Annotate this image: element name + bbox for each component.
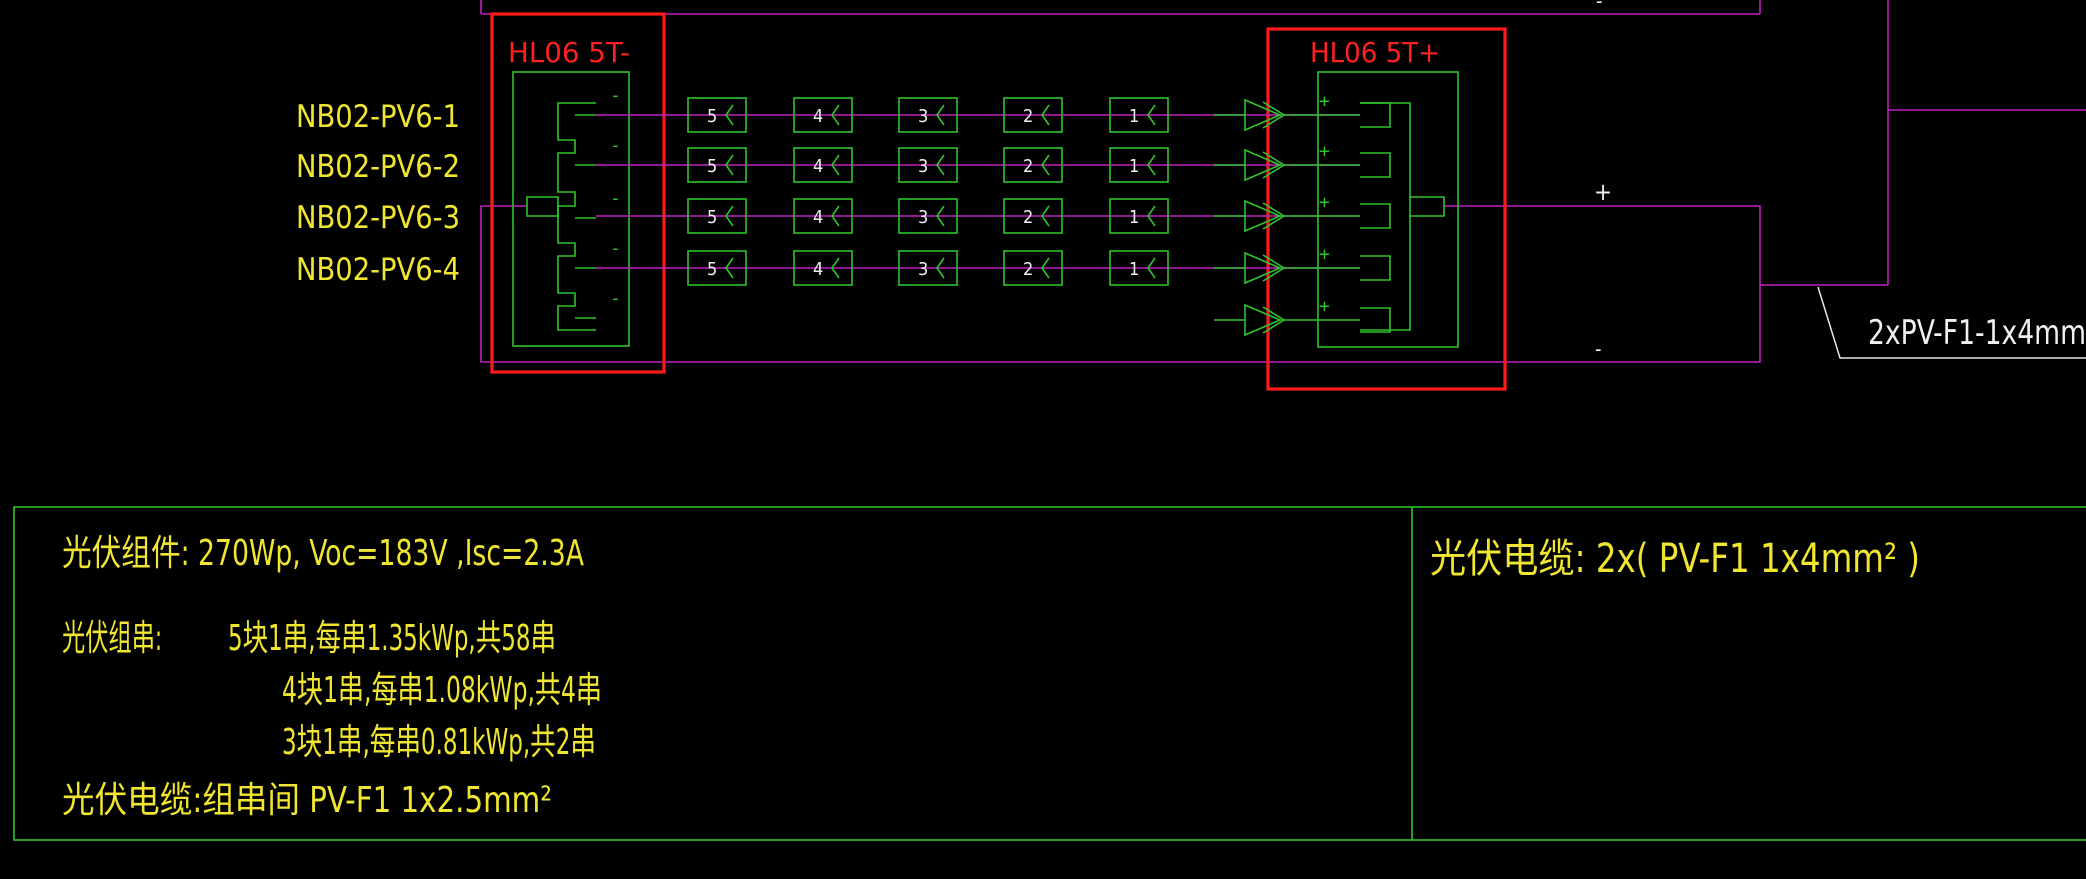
right-connector-body bbox=[1317, 71, 1459, 348]
left-connector-title: HL06 5T- bbox=[508, 36, 630, 69]
pv-module[interactable]: 4 bbox=[793, 198, 853, 234]
pv-module[interactable]: 1 bbox=[1109, 250, 1169, 286]
pv-module[interactable]: 1 bbox=[1109, 97, 1169, 133]
pv-module[interactable]: 5 bbox=[687, 198, 747, 234]
string-line-3: 3块1串,每串0.81kWp,共2串 bbox=[282, 722, 596, 763]
string-input-arrows bbox=[1214, 98, 1360, 337]
pv-module[interactable]: 2 bbox=[1003, 250, 1063, 286]
input-arrow bbox=[1214, 303, 1360, 337]
pv-module[interactable]: 2 bbox=[1003, 198, 1063, 234]
pv-module-number: 2 bbox=[1023, 207, 1033, 228]
plus-sign: + bbox=[1319, 296, 1330, 317]
pv-module-number: 4 bbox=[813, 207, 823, 228]
cable-label: 2xPV-F1-1x4mm bbox=[1868, 313, 2086, 353]
pv-module-number: 4 bbox=[813, 106, 823, 127]
pv-module-number: 5 bbox=[707, 207, 717, 228]
pv-module-number: 4 bbox=[813, 259, 823, 280]
pv-module[interactable]: 4 bbox=[793, 147, 853, 183]
bus-minus-label: - bbox=[1595, 337, 1602, 361]
input-arrow bbox=[1214, 148, 1360, 182]
input-arrow bbox=[1214, 199, 1360, 233]
right-connector-terminals: + + + + + bbox=[1319, 91, 1391, 333]
left-connector-highlight[interactable] bbox=[490, 12, 666, 374]
pv-module-number: 1 bbox=[1129, 106, 1139, 127]
right-terminal: + bbox=[1319, 91, 1391, 128]
left-connector-terminals: - - - - - bbox=[575, 85, 621, 319]
pv-module[interactable]: 2 bbox=[1003, 147, 1063, 183]
string-label: NB02-PV6-1 bbox=[296, 99, 460, 135]
pv-module[interactable]: 1 bbox=[1109, 147, 1169, 183]
string-label: NB02-PV6-4 bbox=[296, 252, 460, 288]
pv-module[interactable]: 5 bbox=[687, 97, 747, 133]
string-line-2: 4块1串,每串1.08kWp,共4串 bbox=[282, 670, 602, 711]
minus-sign: - bbox=[610, 288, 621, 309]
string-title-text: 光伏组串: bbox=[62, 618, 162, 659]
pv-module-number: 1 bbox=[1129, 207, 1139, 228]
pv-module[interactable]: 3 bbox=[898, 198, 958, 234]
plus-sign: + bbox=[1319, 192, 1330, 213]
pv-module-number: 3 bbox=[918, 207, 928, 228]
pv-module[interactable]: 3 bbox=[898, 147, 958, 183]
pv-module-number: 1 bbox=[1129, 259, 1139, 280]
pv-module[interactable]: 5 bbox=[687, 250, 747, 286]
minus-sign: - bbox=[610, 188, 621, 209]
right-terminal: + bbox=[1319, 141, 1391, 178]
right-terminal: + bbox=[1319, 244, 1391, 281]
pv-module-number: 2 bbox=[1023, 106, 1033, 127]
pv-module[interactable]: 2 bbox=[1003, 97, 1063, 133]
left-connector-comb bbox=[557, 102, 596, 331]
right-terminal: + bbox=[1319, 192, 1391, 229]
pv-module[interactable]: 5 bbox=[687, 147, 747, 183]
pv-module-number: 3 bbox=[918, 156, 928, 177]
pv-module[interactable]: 4 bbox=[793, 250, 853, 286]
plus-sign: + bbox=[1319, 91, 1330, 112]
pv-module-number: 4 bbox=[813, 156, 823, 177]
plus-sign: + bbox=[1319, 141, 1330, 162]
string-label: NB02-PV6-3 bbox=[296, 200, 460, 236]
left-connector-output-pin bbox=[526, 196, 559, 217]
pv-module[interactable]: 3 bbox=[898, 250, 958, 286]
pv-module-number: 2 bbox=[1023, 156, 1033, 177]
pv-module-number: 3 bbox=[918, 259, 928, 280]
string-rows: 5 4 3 2 1 5 4 3 2 1 5 4 3 2 1 5 4 3 2 1 bbox=[596, 97, 1360, 286]
minus-sign: - bbox=[610, 85, 621, 106]
right-connector-comb-outer bbox=[1360, 102, 1411, 331]
notes-table-border bbox=[13, 506, 2086, 841]
minus-sign: - bbox=[610, 238, 621, 259]
string-line-1: 5块1串,每串1.35kWp,共58串 bbox=[228, 618, 556, 659]
pv-module-number: 5 bbox=[707, 259, 717, 280]
cable-leader-line bbox=[1817, 286, 2086, 359]
dc-bus-loop bbox=[480, 205, 1761, 363]
input-arrow bbox=[1214, 251, 1360, 285]
module-spec-text: 光伏组件: 270Wp, Voc=183V ,Isc=2.3A bbox=[62, 533, 584, 574]
right-connector-highlight[interactable] bbox=[1266, 27, 1507, 391]
left-connector-body bbox=[512, 71, 630, 347]
right-connector-output-pin bbox=[1410, 196, 1445, 217]
pv-module[interactable]: 4 bbox=[793, 97, 853, 133]
string-cable-text: 光伏电缆:组串间 PV-F1 1x2.5mm² bbox=[62, 780, 552, 821]
pv-module-number: 1 bbox=[1129, 156, 1139, 177]
plus-sign: + bbox=[1319, 244, 1330, 265]
bus-plus-label: + bbox=[1594, 178, 1612, 206]
pv-module-number: 5 bbox=[707, 106, 717, 127]
pv-module[interactable]: 3 bbox=[898, 97, 958, 133]
right-terminal: + bbox=[1319, 296, 1391, 333]
string-label: NB02-PV6-2 bbox=[296, 149, 460, 185]
input-arrow bbox=[1214, 98, 1360, 132]
minus-sign: - bbox=[610, 135, 621, 156]
dc-cable-text: 光伏电缆: 2x( PV-F1 1x4mm² ) bbox=[1430, 536, 1920, 582]
pv-module-number: 5 bbox=[707, 156, 717, 177]
pv-module-number: 3 bbox=[918, 106, 928, 127]
right-connector-title: HL06 5T+ bbox=[1310, 36, 1440, 69]
pv-module-number: 2 bbox=[1023, 259, 1033, 280]
pv-module[interactable]: 1 bbox=[1109, 198, 1169, 234]
top-minus-label: - bbox=[1596, 0, 1603, 13]
